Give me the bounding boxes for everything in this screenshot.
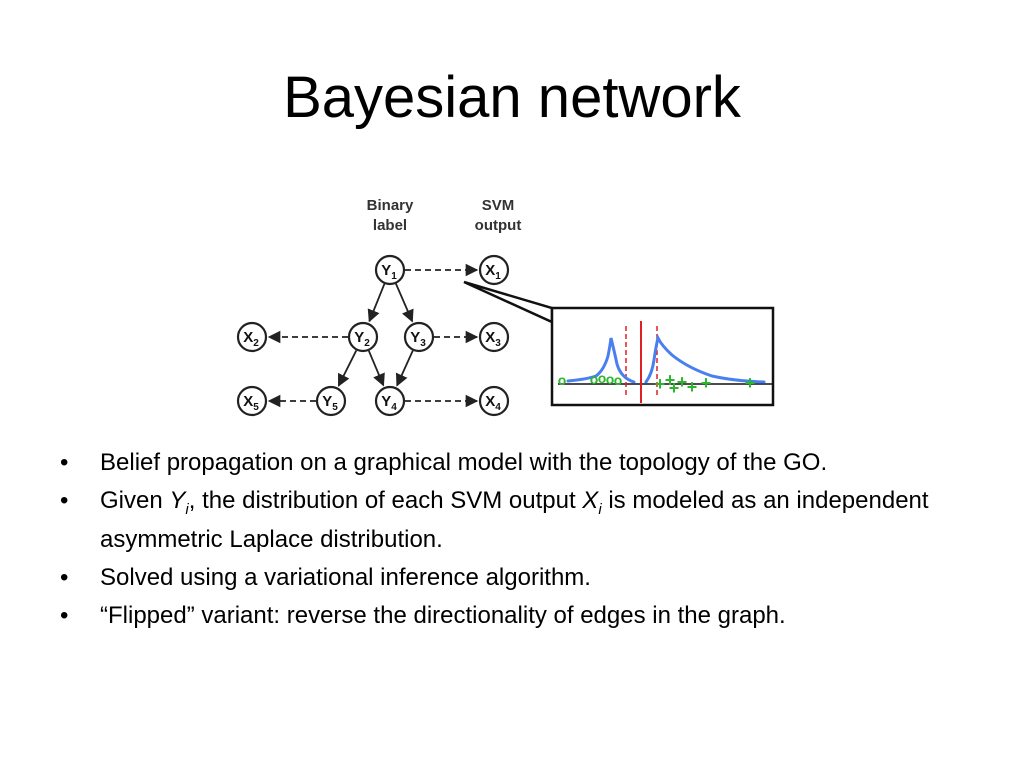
- node-y2: Y2: [347, 321, 379, 353]
- positive-marker: +: [655, 374, 666, 394]
- bullet-list: Belief propagation on a graphical model …: [58, 448, 998, 639]
- bullet-text-part: i: [598, 500, 602, 518]
- bullet-text-part: Belief propagation on a graphical model …: [100, 449, 828, 476]
- svm-output-header-line2: output: [475, 217, 522, 234]
- positive-marker: +: [745, 373, 756, 393]
- node-x5: X5: [236, 385, 268, 417]
- bullet-text-part: Given: [100, 487, 170, 514]
- negative-class-laplace-curve: [566, 337, 636, 384]
- positive-marker: +: [669, 378, 680, 398]
- edge-y1-y3: [395, 283, 414, 323]
- bullet-text-part: Solved using a variational inference alg…: [100, 563, 591, 591]
- binary-label-header-line2: label: [373, 217, 407, 234]
- bullet-text-part: is modeled as an independent asymmetric …: [100, 487, 929, 553]
- positive-class-laplace-curve: [644, 333, 766, 384]
- edge-y1-y2: [367, 283, 386, 323]
- node-y5: Y5: [315, 385, 347, 417]
- node-x1: X1: [478, 254, 510, 286]
- edge-y2-y4: [368, 350, 385, 387]
- bullet-text-part: X: [582, 487, 599, 514]
- negative-marker: o: [606, 371, 615, 387]
- solid-edges: [337, 283, 414, 387]
- edge-y3-y4: [395, 350, 414, 387]
- node-y1: Y1: [374, 254, 406, 286]
- inset-frame: [550, 306, 775, 407]
- slide-title: Bayesian network: [283, 65, 741, 130]
- binary-label-header-line1: Binary: [367, 197, 414, 214]
- node-y3: Y3: [403, 321, 435, 353]
- node-y4: Y4: [374, 385, 406, 417]
- bullet-item: Given Yi, the distribution of each SVM o…: [58, 486, 998, 555]
- bullet-item: Belief propagation on a graphical model …: [58, 448, 998, 478]
- negative-marker: o: [598, 370, 607, 386]
- node-x4: X4: [478, 385, 510, 417]
- negative-marker: o: [558, 372, 567, 388]
- positive-marker: +: [665, 370, 676, 390]
- positive-marker: +: [677, 372, 688, 392]
- node-x2: X2: [236, 321, 268, 353]
- bullet-text-part: , the distribution of each SVM output: [188, 487, 583, 514]
- bullet-text-part: “Flipped” variant: reverse the direction…: [100, 601, 786, 629]
- negative-marker: o: [590, 371, 599, 387]
- negative-marker: o: [614, 372, 623, 388]
- bullet-item: Solved using a variational inference alg…: [58, 563, 998, 593]
- bullet-text-part: Y: [169, 487, 186, 514]
- positive-marker: +: [701, 373, 712, 393]
- node-x3: X3: [478, 321, 510, 353]
- inset-callout-pointer: [463, 280, 554, 324]
- bullet-text-part: i: [185, 500, 189, 518]
- svm-output-header-line1: SVM: [482, 197, 515, 214]
- dashed-edges: [267, 263, 479, 408]
- positive-marker: +: [687, 377, 698, 397]
- edge-y2-y5: [337, 350, 358, 387]
- bullet-item: “Flipped” variant: reverse the direction…: [58, 601, 998, 631]
